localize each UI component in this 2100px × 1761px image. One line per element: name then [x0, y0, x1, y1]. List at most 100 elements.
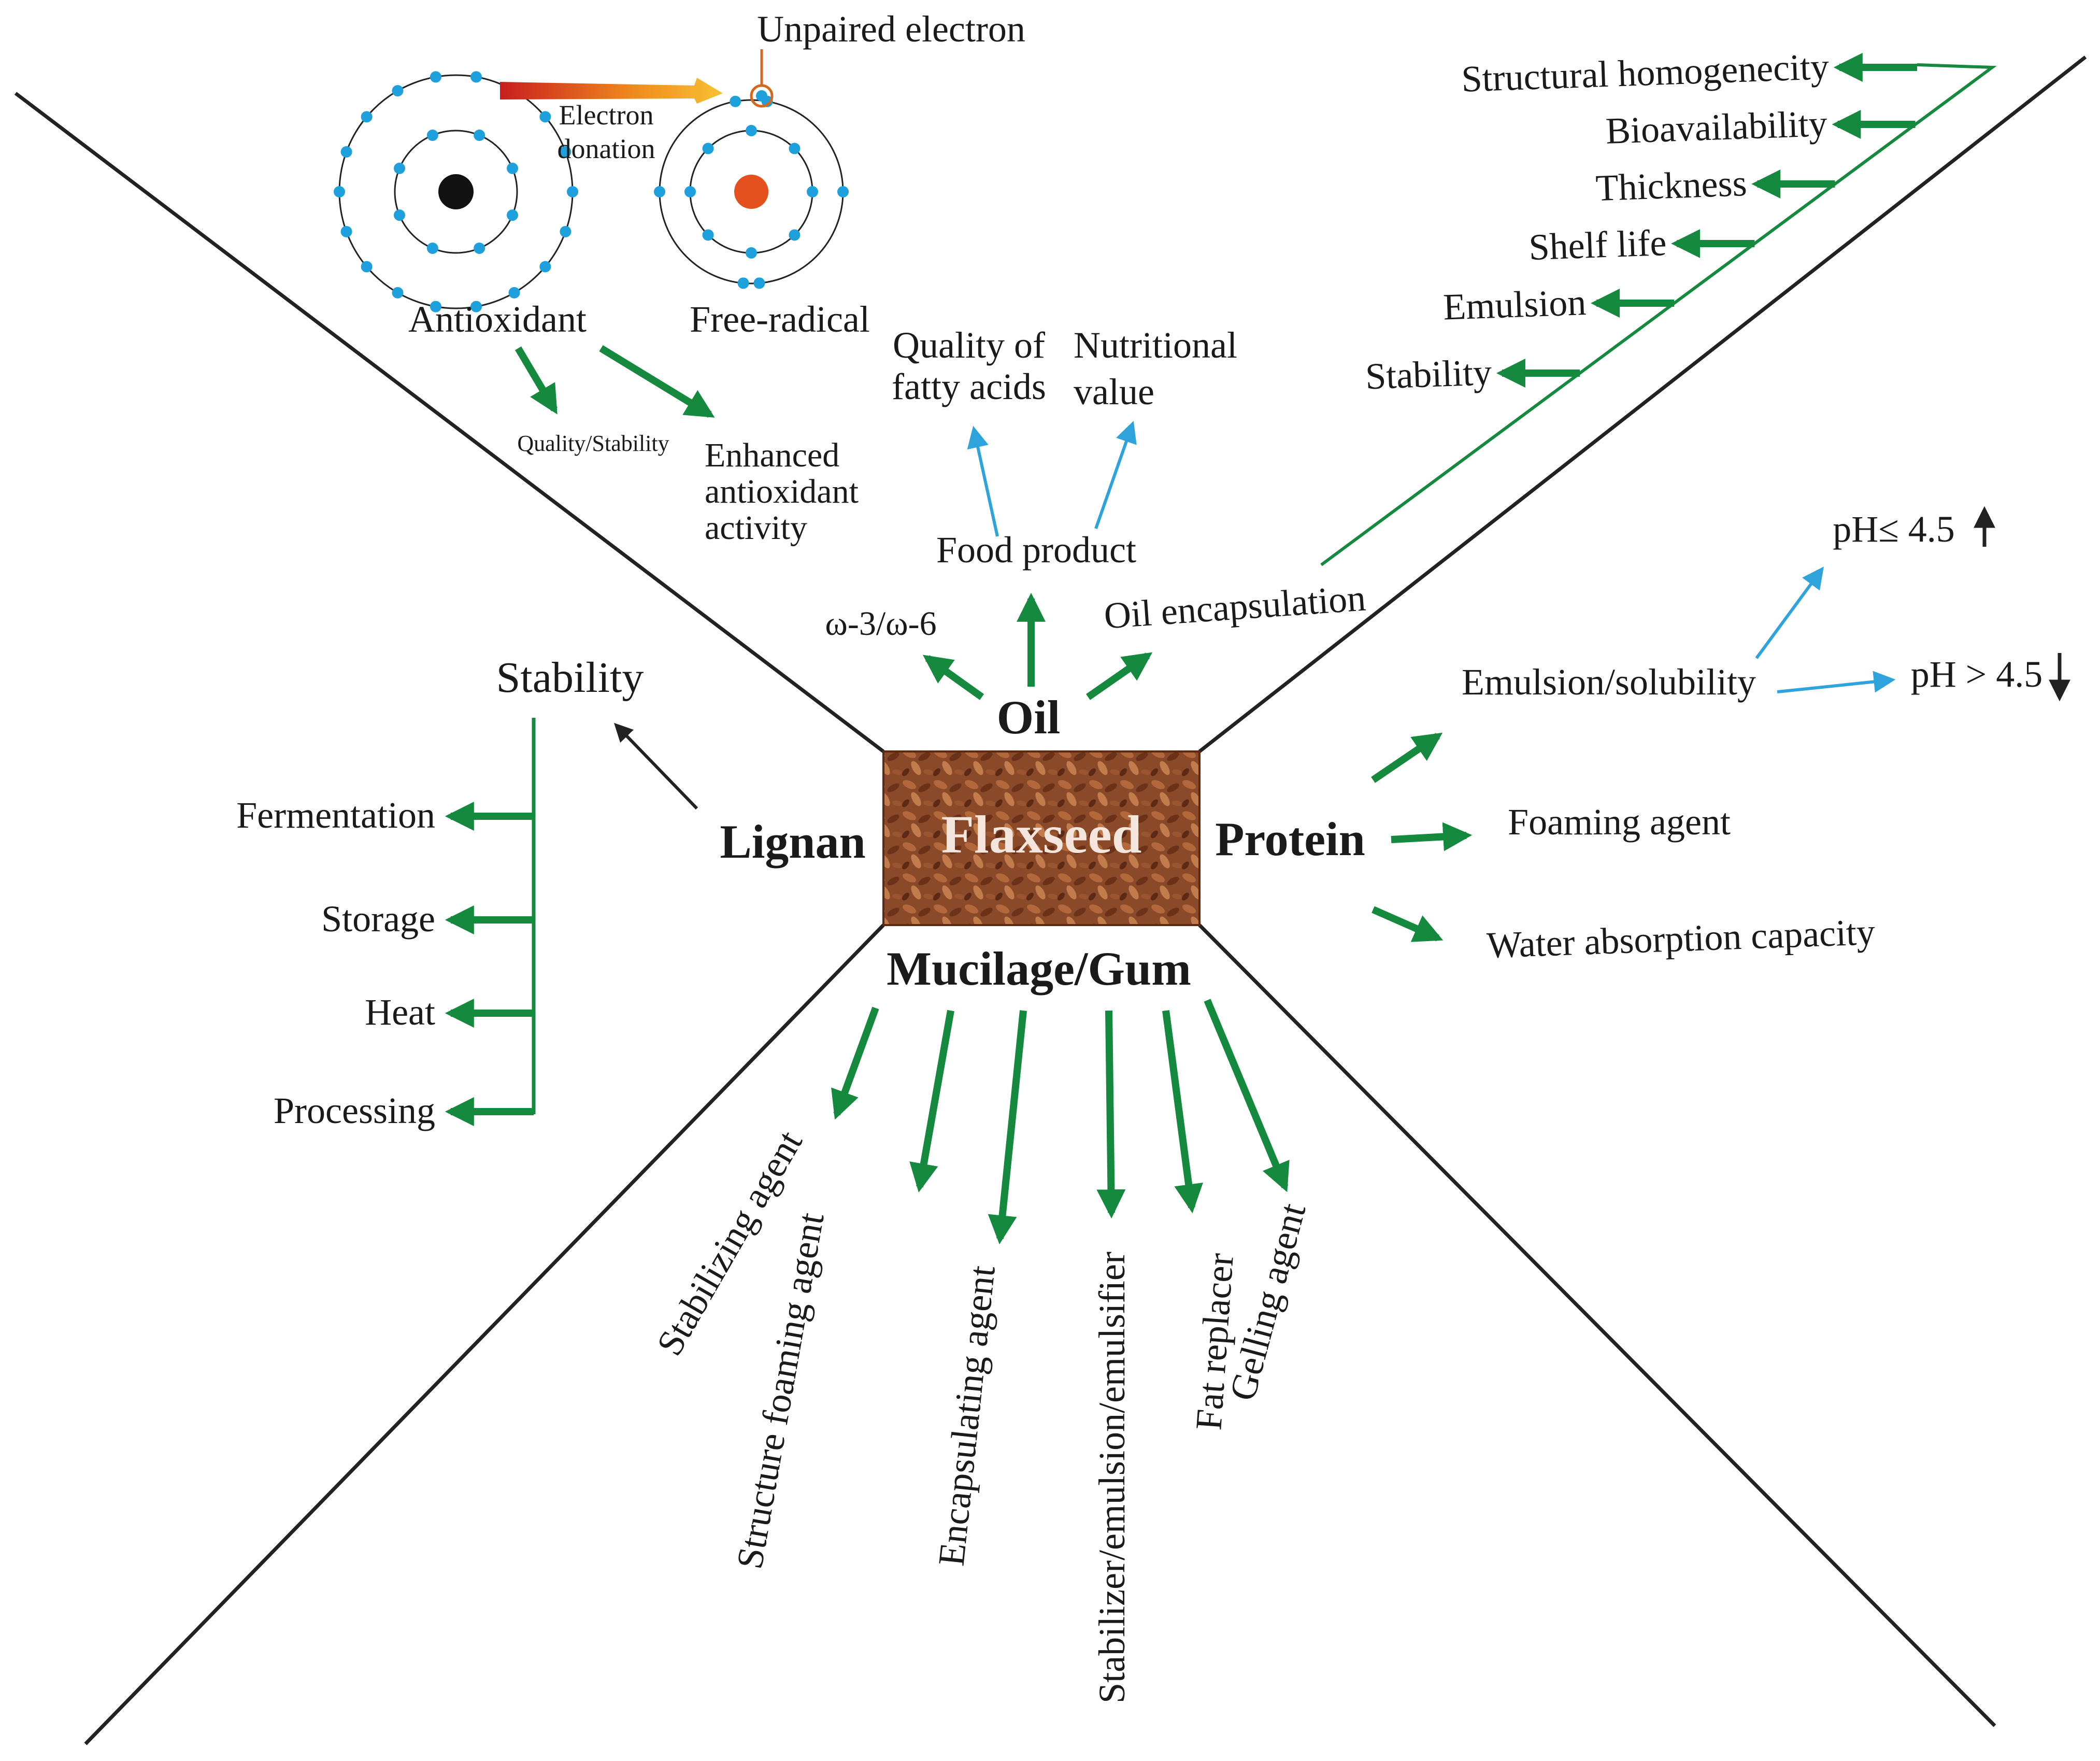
electron [426, 243, 438, 254]
lignan-stability-label: Stability [496, 654, 644, 702]
electron [560, 225, 572, 237]
electron [393, 162, 405, 174]
electron [746, 125, 757, 136]
electron [507, 162, 519, 174]
mucilage-use-label: Encapsulating agent [931, 1263, 1003, 1568]
electron [654, 186, 665, 197]
antioxidant-electrons [334, 71, 578, 313]
food-arrow-quality [967, 425, 999, 537]
mucilage-use-arrow [1096, 1010, 1126, 1219]
electron-donation-arrow [500, 78, 723, 104]
electron-donation-label-1: Electron [559, 100, 654, 131]
flaxseed-label: Flaxseed [941, 805, 1141, 864]
ph-low-label: pH≤ 4.5 [1833, 508, 1955, 550]
electron [507, 209, 519, 221]
electron [702, 143, 714, 154]
electron [730, 95, 741, 107]
free-radical-electrons [654, 90, 849, 289]
lignan-factor-label: Fermentation [236, 794, 435, 836]
water-absorption-label: Water absorption capacity [1486, 911, 1876, 966]
electron [340, 225, 352, 237]
free-radical-atom [654, 49, 849, 289]
encapsulation-outcome-label: Stability [1365, 351, 1493, 397]
ph-high-label: pH > 4.5 [1911, 654, 2043, 695]
electron [430, 71, 441, 83]
encapsulation-outcome-label: Structural homogenecity [1461, 46, 1830, 100]
mucilage-use-arrow [1204, 999, 1290, 1192]
encapsulation-outcome-label: Emulsion [1442, 281, 1587, 328]
unpaired-electron-label: Unpaired electron [757, 8, 1025, 50]
quality-fatty-1: Quality of [893, 324, 1045, 366]
encapsulation-ladder: Structural homogenecityBioavailabilityTh… [1320, 46, 1997, 566]
antioxidant-nucleus [438, 174, 474, 209]
electron [737, 277, 749, 289]
electron [392, 85, 404, 97]
protein-arrow-emulsion [1371, 732, 1443, 783]
electron [539, 111, 551, 123]
emulsion-arrow-ph-high [1777, 671, 1896, 693]
electron [426, 129, 438, 141]
food-product-label: Food product [936, 529, 1136, 571]
mucilage-use-arrow [909, 1010, 954, 1193]
mucilage-title: Mucilage/Gum [887, 942, 1191, 995]
electron [334, 186, 345, 197]
foaming-agent-label: Foaming agent [1508, 801, 1731, 843]
electron [567, 186, 578, 197]
electron [753, 277, 765, 289]
electron [837, 186, 849, 197]
encapsulation-outcome-label: Thickness [1595, 162, 1748, 209]
electron [474, 243, 485, 254]
protein-title: Protein [1215, 813, 1365, 865]
electron [702, 229, 714, 241]
electron [392, 287, 404, 299]
electron [807, 186, 818, 197]
food-arrow-nutrition [1094, 421, 1137, 529]
electron [470, 301, 482, 313]
flaxseed-center: Flaxseed [882, 750, 1201, 926]
emulsion-arrow-ph-low [1755, 566, 1824, 659]
electron [340, 146, 352, 158]
protein-arrow-water [1372, 906, 1444, 942]
enhanced-activity-3: activity [705, 509, 807, 547]
divider-lines [14, 55, 2087, 1745]
lignan-title: Lignan [720, 815, 865, 868]
free-radical-nucleus [734, 175, 768, 209]
omega-label: ω-3/ω-6 [825, 605, 936, 643]
electron [470, 71, 482, 83]
antioxidant-arrow-quality [515, 346, 558, 415]
mucilage-use-arrow [988, 1010, 1027, 1245]
encapsulation-outcome-label: Shelf life [1528, 222, 1667, 268]
unpaired-electron [756, 90, 767, 102]
mucilage-use-arrow [831, 1006, 879, 1120]
oil-title: Oil [997, 691, 1061, 744]
enhanced-activity-1: Enhanced [705, 436, 839, 474]
nutritional-value-2: value [1074, 371, 1154, 413]
oil-arrow-omega [922, 655, 984, 700]
emulsion-solubility-label: Emulsion/solubility [1462, 661, 1756, 703]
oil-arrow-encapsulation [1086, 652, 1153, 700]
enhanced-activity-2: antioxidant [705, 473, 859, 510]
electron [361, 111, 373, 123]
lignan-factor-label: Heat [365, 991, 435, 1033]
protein-arrow-foaming [1391, 822, 1473, 851]
electron [789, 229, 801, 241]
lignan-arrow-stability [613, 722, 698, 810]
electron [684, 186, 696, 197]
electron [393, 209, 405, 221]
electron [430, 301, 441, 313]
quality-stability-label: Quality/Stability [517, 431, 669, 456]
mucilage-use-label: Structure foaming agent [728, 1210, 832, 1572]
free-radical-label: Free-radical [690, 299, 870, 340]
antioxidant-arrow-enhanced [599, 345, 715, 418]
lignan-factor-label: Storage [321, 898, 435, 940]
electron [789, 143, 801, 154]
electron [539, 261, 551, 273]
electron [508, 287, 520, 299]
electron [361, 261, 373, 273]
antioxidant-atom [334, 71, 578, 313]
electron [474, 129, 485, 141]
